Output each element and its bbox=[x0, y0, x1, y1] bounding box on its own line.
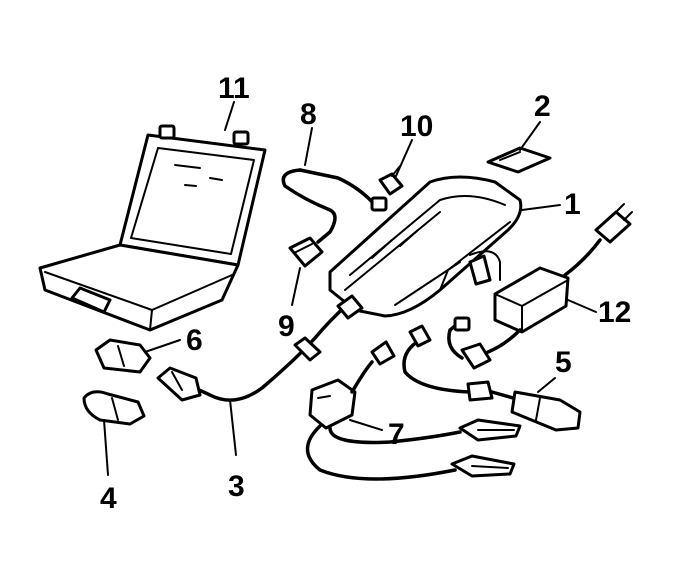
main-cable-3 bbox=[156, 294, 364, 402]
leader-lines bbox=[103, 101, 597, 476]
callout-5: 5 bbox=[555, 346, 572, 379]
carrying-case bbox=[38, 124, 267, 332]
main-unit bbox=[328, 175, 523, 318]
connector-4 bbox=[82, 390, 146, 426]
callout-7: 7 bbox=[388, 418, 405, 451]
callout-10: 10 bbox=[400, 110, 433, 143]
callout-12: 12 bbox=[598, 296, 631, 329]
callout-11: 11 bbox=[218, 72, 250, 105]
power-supply-12 bbox=[447, 203, 633, 370]
adapter-6 bbox=[94, 338, 152, 374]
cable-assembly-8 bbox=[281, 168, 388, 268]
callout-4: 4 bbox=[100, 482, 117, 515]
callouts: 1 2 3 4 5 6 7 8 9 10 11 12 bbox=[100, 72, 631, 515]
callout-2: 2 bbox=[534, 90, 551, 123]
callout-8: 8 bbox=[300, 98, 317, 131]
cable-assembly-7 bbox=[305, 340, 522, 481]
callout-3: 3 bbox=[228, 470, 245, 503]
cable-assembly-5 bbox=[402, 324, 582, 432]
callout-6: 6 bbox=[186, 324, 203, 357]
callout-1: 1 bbox=[564, 188, 581, 221]
callout-9: 9 bbox=[278, 310, 295, 343]
card bbox=[486, 146, 552, 174]
